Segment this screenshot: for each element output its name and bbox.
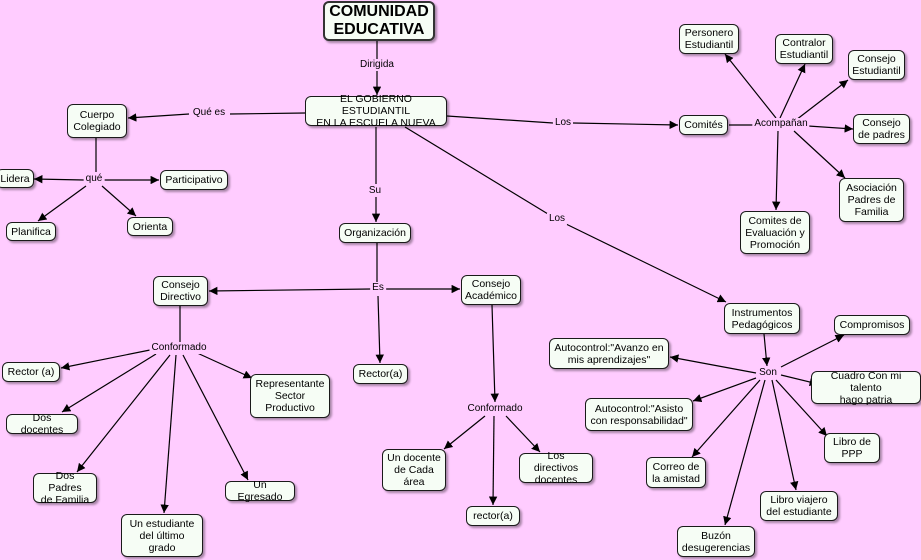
connector-line [375,295,384,364]
connector-line [488,415,498,506]
node-autocontrol1[interactable]: Autocontrol:"Avanzo en mis aprendizajes" [549,338,669,369]
connector-line [33,174,85,184]
node-instrumentos[interactable]: Instrumentos Pedagógicos [724,303,800,334]
connector-line [669,354,757,374]
connector-line [229,112,306,115]
connector-line [780,334,845,368]
connector-line [724,53,777,119]
node-consejo-acad[interactable]: Consejo Académico [461,275,521,305]
connector-line [446,115,554,124]
label-conformado-1: Conformado [149,342,209,354]
connector-line [76,354,171,473]
connector-line [160,354,177,514]
node-consejo-est[interactable]: Consejo Estudiantil [848,50,905,80]
connector-line [779,63,806,119]
label-son: Son [757,367,779,379]
label-dirigida: Dirigida [358,59,396,71]
node-cuerpo[interactable]: Cuerpo Colegiado [67,104,127,138]
label-que: qué [83,173,105,185]
connector-line [490,304,499,403]
label-es: Es [370,282,386,294]
node-participativo[interactable]: Participativo [160,170,228,190]
node-consejo-dir[interactable]: Consejo Directivo [153,276,208,306]
node-compromisos[interactable]: Compromisos [834,315,910,335]
connector-line [723,379,766,526]
connector-line [565,223,727,303]
node-estudiante[interactable]: Un estudiante del último grado [121,514,203,557]
node-correo[interactable]: Correo de la amistad [646,457,706,488]
connector-line [771,379,799,491]
connector-line [194,351,253,379]
node-lidera[interactable]: Lidera [0,169,34,188]
connector-line [37,185,87,222]
connector-line [793,130,846,179]
node-representante[interactable]: Representante Sector Productivo [250,374,330,418]
connector-line [404,126,549,215]
node-consejo-padres[interactable]: Consejo de padres [853,114,910,144]
connector-line [572,120,679,130]
node-comites-eval[interactable]: Comites de Evaluación y Promoción [740,211,810,254]
node-gobierno[interactable]: EL GOBIERNO ESTUDIANTIL EN LA ESCUELA NU… [305,93,447,129]
node-dos-padres[interactable]: Dos Padres de Familia [33,470,97,506]
node-asociacion[interactable]: Asociación Padres de Familia [839,178,904,222]
node-dos-docentes[interactable]: Dos docentes [6,412,78,436]
node-organizacion[interactable]: Organización [339,223,411,243]
connector-line [692,377,757,403]
label-los-2: Los [546,213,568,225]
node-directivos[interactable]: Los directivos docentes [519,450,593,486]
label-que-es: Qué es [190,107,228,119]
connector-line [61,353,157,413]
node-cuadro[interactable]: Cuadro Con mi talento hago patria [811,370,921,406]
connector-line [443,415,486,450]
node-title[interactable]: COMUNIDAD EDUCATIVA [323,1,435,41]
node-rector-mid[interactable]: Rector(a) [353,364,408,384]
connector-line [505,415,541,453]
node-planifica[interactable]: Planifica [6,222,56,241]
node-contralor[interactable]: Contralor Estudiantil [775,34,833,64]
label-los-1: Los [552,117,574,129]
node-orienta[interactable]: Orienta [127,217,173,236]
node-rector-a[interactable]: Rector (a) [2,362,60,382]
connector-line [208,286,372,296]
label-acompanan: Acompañan [752,118,810,130]
connector-line [127,113,190,122]
node-libro-ppp[interactable]: Libro de PPP [824,433,880,463]
node-autocontrol2[interactable]: Autocontrol:"Asisto con responsabilidad" [585,398,693,431]
connector-line [182,354,249,481]
connector-line [772,130,781,211]
node-egresado[interactable]: Un Egresado [225,479,295,503]
connector-line [101,185,137,217]
label-su: Su [366,185,384,197]
node-libro-viajero[interactable]: Libro viajero del estudiante [760,491,838,521]
connector-line [775,379,828,437]
node-buzon[interactable]: Buzón desugerencias [677,526,755,557]
node-rector-b[interactable]: rector(a) [466,506,520,526]
node-comites[interactable]: Comités [679,115,728,135]
label-conformado-2: Conformado [465,403,525,415]
connector-line [691,379,761,458]
node-personero[interactable]: Personero Estudiantil [679,24,739,54]
connector-line [762,333,771,367]
connector-line [795,79,849,121]
connector-line [60,349,151,371]
connector-line [807,124,854,133]
node-un-docente[interactable]: Un docente de Cada área [382,449,446,491]
